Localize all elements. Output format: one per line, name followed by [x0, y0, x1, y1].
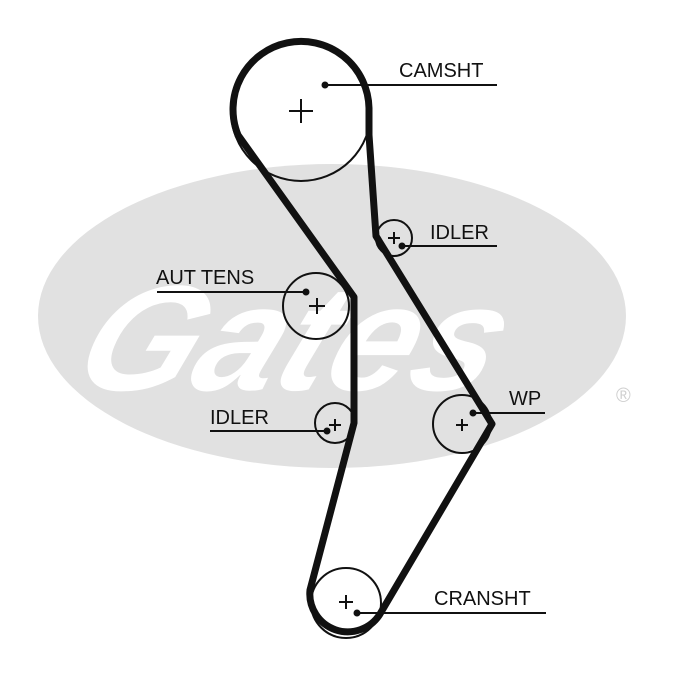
crankshaft-leader [353, 609, 546, 617]
idler-lower-center-plus-icon [329, 419, 341, 431]
idler-lower-leader [210, 427, 331, 435]
timing-belt [229, 38, 496, 636]
camshaft-leader [321, 81, 497, 89]
crankshaft-center-plus-icon [339, 595, 353, 609]
auto-tensioner-center-plus-icon [309, 298, 325, 314]
camshaft-label: CAMSHT [399, 60, 483, 82]
water-pump-leader [469, 409, 545, 417]
registered-mark: ® [616, 385, 631, 407]
idler-upper-center-plus-icon [388, 232, 400, 244]
camshaft-center-plus-icon [289, 99, 313, 123]
idler-upper-leader [398, 242, 497, 250]
idler-upper-label: IDLER [430, 222, 489, 244]
crankshaft-label: CRANSHT [434, 588, 531, 610]
watermark-ellipse [38, 164, 626, 468]
water-pump-label: WP [509, 388, 541, 410]
auto-tensioner-pulley [282, 272, 350, 340]
idler-lower-label: IDLER [210, 407, 269, 429]
auto-tensioner-leader [157, 288, 310, 296]
water-pump-center-plus-icon [456, 419, 468, 431]
auto-tensioner-label: AUT TENS [156, 267, 254, 289]
